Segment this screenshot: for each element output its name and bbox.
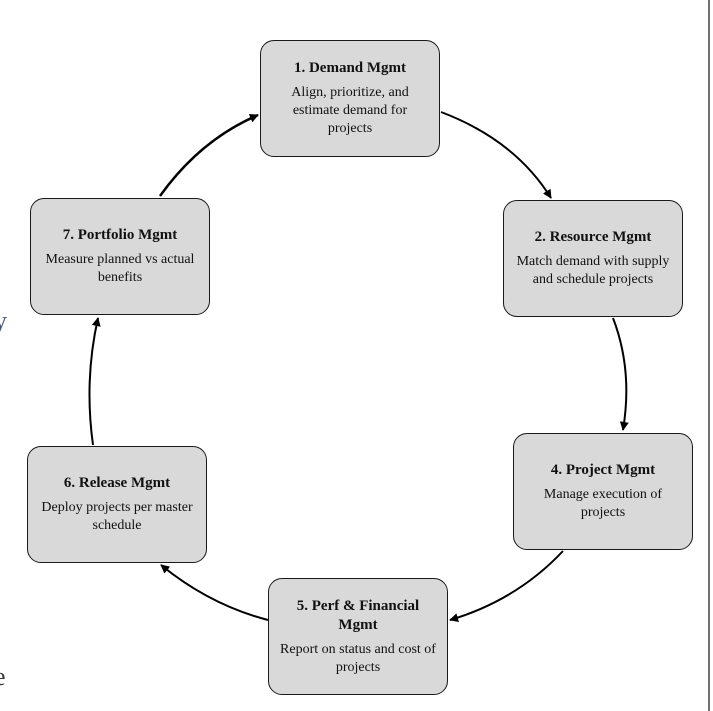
arrow-release-to-portfolio	[88, 317, 101, 446]
node-project-mgmt: 4. Project Mgmt Manage execution of proj…	[513, 433, 693, 550]
right-border-line	[708, 0, 710, 711]
node-portfolio-mgmt: 7. Portfolio Mgmt Measure planned vs act…	[30, 198, 210, 315]
node-description: Report on status and cost of projects	[280, 641, 436, 675]
node-title: 7. Portfolio Mgmt	[62, 227, 178, 243]
node-description: Match demand with supply and schedule pr…	[516, 254, 670, 287]
arrow-perf-to-release	[160, 564, 269, 621]
node-title: 5. Perf & Financial Mgmt	[296, 597, 420, 633]
node-title: 6. Release Mgmt	[63, 475, 171, 491]
node-description: Align, prioritize, and estimate demand f…	[291, 85, 409, 136]
clipped-text-fragment: y	[0, 306, 7, 335]
arrow-project-to-perf	[449, 550, 564, 622]
node-release-mgmt: 6. Release Mgmt Deploy projects per mast…	[27, 446, 207, 563]
node-resource-mgmt: 2. Resource Mgmt Match demand with suppl…	[503, 200, 683, 317]
clipped-text-fragment: e	[0, 664, 6, 690]
arrow-portfolio-to-demand	[158, 113, 259, 197]
node-title: 1. Demand Mgmt	[293, 60, 407, 76]
node-description: Measure planned vs actual benefits	[45, 252, 195, 285]
node-description: Manage execution of projects	[543, 487, 663, 520]
node-perf-financial-mgmt: 5. Perf & Financial Mgmt Report on statu…	[268, 578, 448, 695]
node-title: 2. Resource Mgmt	[534, 229, 652, 245]
arrow-resource-to-project	[612, 317, 629, 431]
node-title: 4. Project Mgmt	[550, 462, 656, 478]
node-demand-mgmt: 1. Demand Mgmt Align, prioritize, and es…	[260, 40, 440, 157]
node-description: Deploy projects per master schedule	[41, 500, 193, 533]
arrow-demand-to-resource	[440, 111, 552, 199]
